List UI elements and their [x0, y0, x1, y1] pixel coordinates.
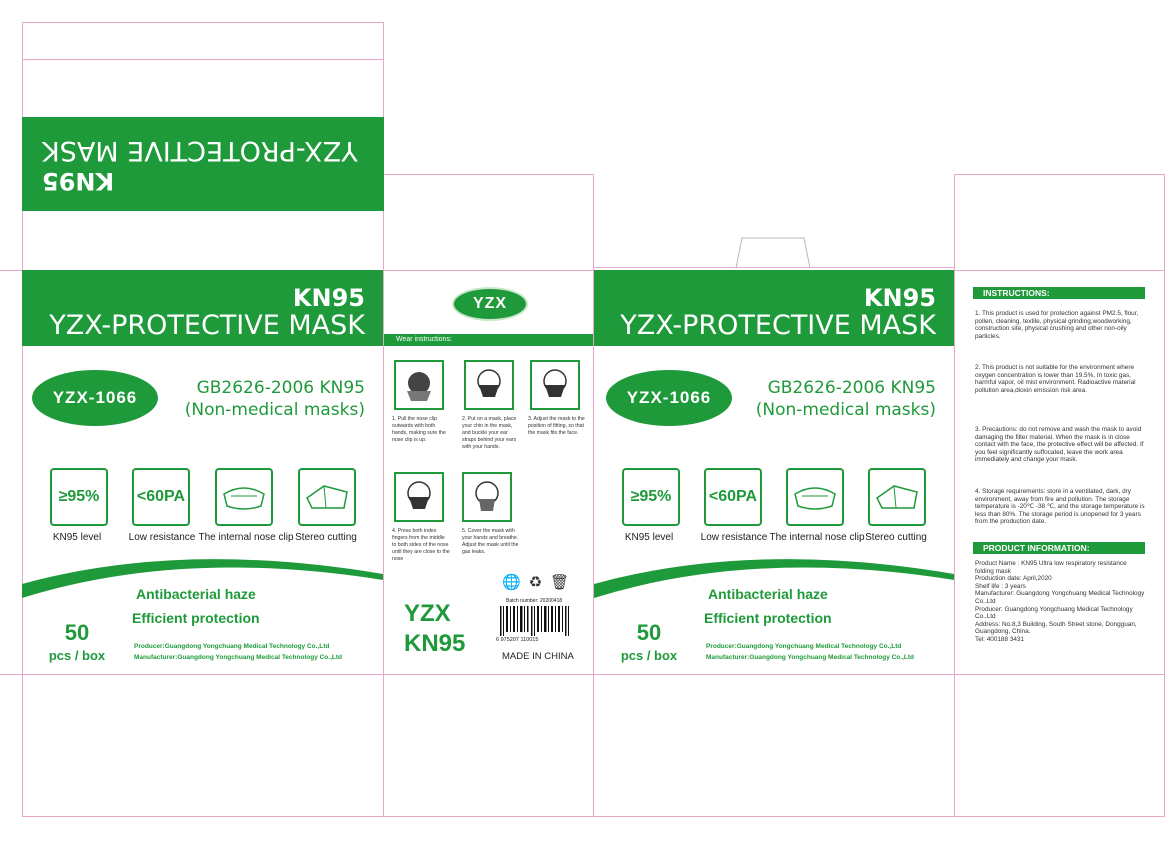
- back-title: YZX-PROTECTIVE MASK: [620, 310, 936, 341]
- green-swoosh: [594, 559, 954, 598]
- step5-text: 5. Cover the mask with your hands and br…: [462, 528, 519, 555]
- count: 50: [64, 620, 90, 645]
- symbol-row: 🌐 ♻ 🗑: [502, 573, 569, 591]
- side-kn95: KN95: [404, 630, 466, 657]
- standard-line1: GB2626-2006 KN95: [196, 378, 365, 398]
- feature-label: Stereo cutting: [295, 532, 357, 543]
- slogan-2: Efficient protection: [132, 610, 260, 626]
- batch-number: Batch number: 20200418: [506, 598, 563, 604]
- kn95-level-badge: ≥95%: [50, 468, 108, 526]
- count-unit: pcs / box: [620, 648, 678, 663]
- back-kn95: KN95: [863, 284, 936, 312]
- globe-icon: 🌐: [502, 574, 521, 591]
- feature-label: Low resistance: [700, 532, 768, 543]
- model-oval: YZX-1066: [32, 370, 158, 426]
- trash-bin-icon: 🗑: [550, 574, 570, 591]
- flap-title: YZX-PROTECTIVE MASK: [42, 135, 358, 166]
- slogan-2: Efficient protection: [704, 610, 832, 626]
- production-date: Production date: April,2020: [975, 575, 1052, 583]
- side-brand: YZX: [404, 600, 451, 627]
- green-swoosh: [22, 559, 383, 598]
- feature-kn95: ≥95%: [50, 468, 108, 526]
- back-header-banner: KN95 YZX-PROTECTIVE MASK: [594, 270, 954, 346]
- front-title: YZX-PROTECTIVE MASK: [49, 310, 365, 341]
- feature-label: The internal nose clip: [198, 532, 294, 543]
- instruction-1: 1. This product is used for protection a…: [975, 310, 1139, 340]
- step5-illustration: [462, 472, 512, 522]
- product-name: Product Name : KN95 Ultra low respirator…: [975, 560, 1127, 575]
- step4-text: 4. Press both index fingers from the mid…: [392, 528, 450, 562]
- tuck-tab: [735, 237, 811, 269]
- producer-info: Producer: Guangdong Yongchuang Medical T…: [975, 605, 1133, 621]
- producer: Producer:Guangdong Yongchuang Medical Te…: [706, 643, 902, 650]
- resistance-badge: <60PA: [704, 468, 762, 526]
- nose-clip-icon: [786, 468, 844, 526]
- standard-line2: (Non-medical masks): [755, 400, 936, 420]
- nose-clip-icon: [215, 468, 273, 526]
- step2-illustration: [464, 360, 514, 410]
- recycle-icon: ♻: [528, 574, 543, 591]
- top-flap-banner: KN95 YZX-PROTECTIVE MASK: [22, 117, 384, 211]
- instruction-4: 4. Storage requirements: store in a vent…: [975, 488, 1145, 526]
- manufacturer: Manufacturer:Guangdong Yongchuang Medica…: [706, 654, 914, 661]
- flap-kn95: KN95: [42, 167, 115, 195]
- shelf-life: Shelf life : 3 years: [975, 582, 1026, 590]
- count-unit: pcs / box: [48, 648, 106, 663]
- barcode-number: 6 975207 110015: [496, 637, 539, 643]
- address: Address: No.8,3 Building, South Street s…: [975, 620, 1137, 636]
- standard-line1: GB2626-2006 KN95: [767, 378, 936, 398]
- feature-label: The internal nose clip: [769, 532, 865, 543]
- slogan-1: Antibacterial haze: [708, 586, 828, 602]
- product-info: Product Name : KN95 Ultra low respirator…: [975, 560, 1147, 644]
- side-panel-info: INSTRUCTIONS: 1. This product is used fo…: [955, 270, 1164, 674]
- back-panel: KN95 YZX-PROTECTIVE MASK YZX-1066 GB2626…: [594, 270, 954, 674]
- wear-header: Wear instructions:: [384, 334, 593, 346]
- producer: Producer:Guangdong Yongchuang Medical Te…: [134, 643, 330, 650]
- made-in: MADE IN CHINA: [502, 651, 574, 662]
- slogan-1: Antibacterial haze: [136, 586, 256, 602]
- instruction-3: 3. Precautions: do not remove and wash t…: [975, 426, 1144, 464]
- instructions-header: INSTRUCTIONS:: [973, 287, 1145, 299]
- manufacturer: Manufacturer:Guangdong Yongchuang Medica…: [134, 654, 342, 661]
- feature-label: KN95 level: [624, 532, 674, 543]
- step2-text: 2. Put on a mask, place your chin in the…: [462, 416, 517, 450]
- feature-label: Low resistance: [128, 532, 196, 543]
- step1-text: 1. Pull the nose clip outwards with both…: [392, 416, 446, 443]
- stereo-cut-icon: [868, 468, 926, 526]
- model-oval: YZX-1066: [606, 370, 732, 426]
- feature-label: KN95 level: [52, 532, 102, 543]
- step3-text: 3. Adjust the mask to the position of fi…: [528, 416, 585, 436]
- instruction-2: 2. This product is not suitable for the …: [975, 364, 1136, 394]
- count: 50: [636, 620, 662, 645]
- manufacturer-info: Manufacturer: Guangdong Yongchuang Medic…: [975, 590, 1145, 605]
- standard-line2: (Non-medical masks): [184, 400, 365, 420]
- front-kn95: KN95: [292, 284, 365, 312]
- front-panel: KN95 YZX-PROTECTIVE MASK YZX-1066 GB2626…: [22, 270, 383, 674]
- stereo-cut-icon: [298, 468, 356, 526]
- step3-illustration: [530, 360, 580, 410]
- step1-illustration: [394, 360, 444, 410]
- resistance-badge: <60PA: [132, 468, 190, 526]
- telephone: Tel: 400188 3431: [975, 635, 1025, 643]
- barcode: [500, 606, 569, 636]
- step4-illustration: [394, 472, 444, 522]
- yzx-logo: YZX: [452, 287, 528, 321]
- kn95-level-badge: ≥95%: [622, 468, 680, 526]
- product-info-header: PRODUCT INFORMATION:: [973, 542, 1145, 554]
- side-panel-wear: YZX Wear instructions: 1. Pull the nose …: [384, 270, 593, 674]
- feature-label: Stereo cutting: [865, 532, 927, 543]
- front-header-banner: KN95 YZX-PROTECTIVE MASK: [22, 270, 383, 346]
